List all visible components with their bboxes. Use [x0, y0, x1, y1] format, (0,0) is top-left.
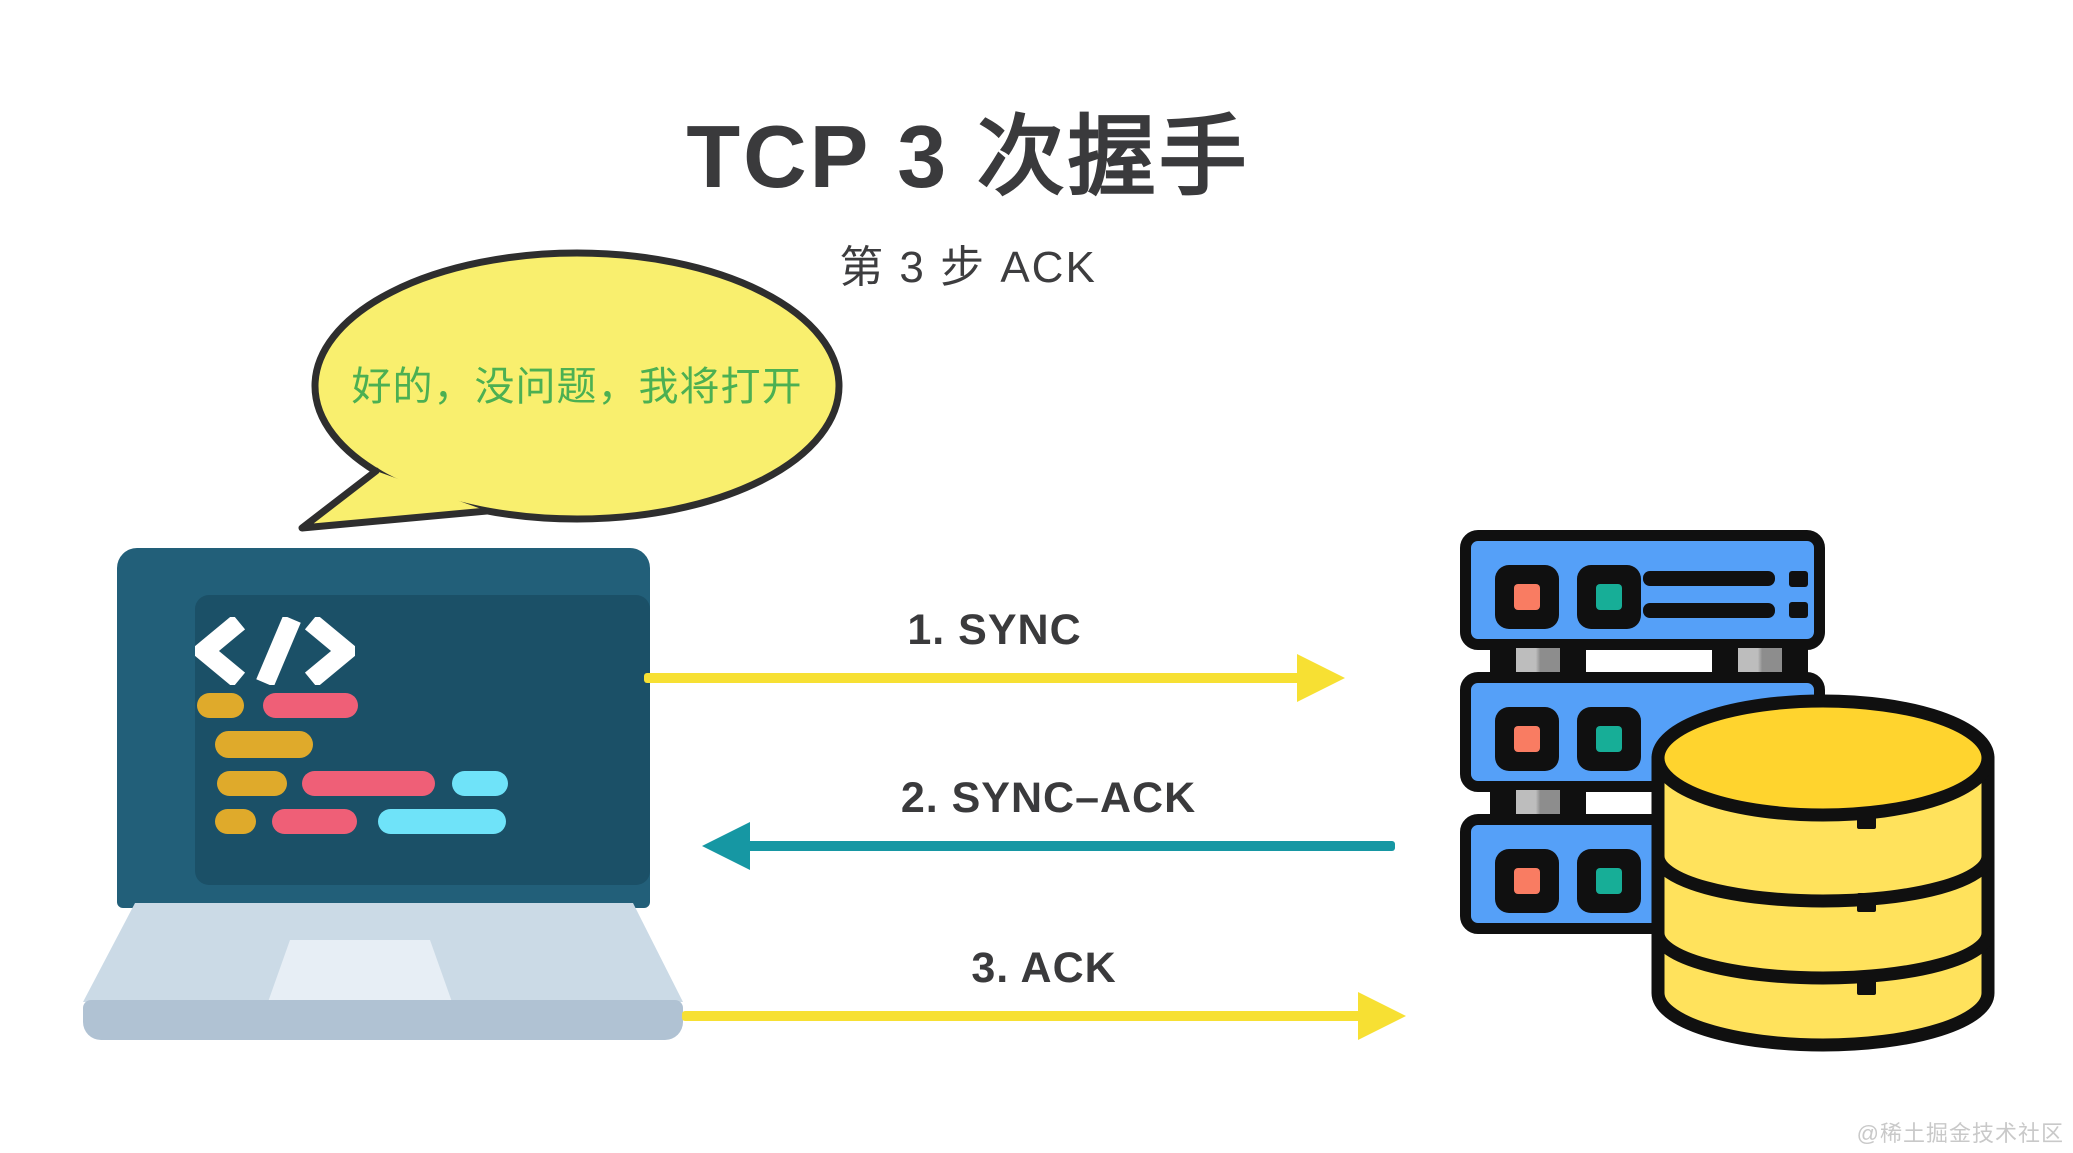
server-vent — [1643, 603, 1775, 618]
server-vent — [1643, 571, 1775, 586]
speech-bubble: 好的，没问题，我将打开 — [290, 243, 850, 543]
server-indicator — [1495, 707, 1559, 771]
server-indicator — [1577, 565, 1641, 629]
code-line — [197, 693, 244, 718]
laptop-trackpad — [268, 940, 452, 1002]
arrow-syn-ack-label: 2. SYNC–ACK — [900, 774, 1197, 822]
code-line — [378, 809, 506, 834]
arrow-ack-label: 3. ACK — [971, 944, 1117, 992]
heading-block: TCP 3 次握手 第 3 步 ACK — [0, 0, 1936, 295]
arrow-left-icon — [702, 822, 750, 870]
server-indicator — [1495, 565, 1559, 629]
code-line — [452, 771, 508, 796]
database-cylinder-icon — [1651, 694, 1995, 1052]
arrow-syn: 1. SYNC — [644, 606, 1345, 702]
speech-bubble-shape — [298, 249, 843, 532]
code-line — [302, 771, 435, 796]
code-line — [215, 731, 313, 758]
server-indicator — [1577, 707, 1641, 771]
watermark: @稀土掘金技术社区 — [1856, 1121, 2064, 1146]
code-line — [217, 771, 287, 796]
code-line — [215, 809, 256, 834]
server-vent-dot — [1789, 571, 1808, 587]
server-vent-dot — [1789, 602, 1808, 618]
server-indicator — [1495, 849, 1559, 913]
server-indicator — [1577, 849, 1641, 913]
speech-bubble-text: 好的，没问题，我将打开 — [351, 365, 803, 409]
laptop-screen-frame — [117, 548, 650, 908]
arrow-syn-label: 1. SYNC — [907, 606, 1082, 654]
server-unit-1 — [1460, 530, 1825, 650]
code-line — [263, 693, 358, 718]
laptop-base-bottom — [83, 1000, 683, 1040]
code-line — [272, 809, 357, 834]
arrow-right-icon — [1297, 654, 1345, 702]
laptop-base — [83, 903, 683, 1002]
arrow-syn-line — [644, 673, 1302, 683]
server-feet — [1460, 648, 1825, 674]
arrow-syn-ack-line — [746, 841, 1395, 851]
arrow-ack-line — [682, 1011, 1363, 1021]
code-icon — [195, 617, 355, 685]
arrow-ack: 3. ACK — [682, 944, 1406, 1040]
arrow-syn-ack: 2. SYNC–ACK — [702, 774, 1395, 870]
arrow-right-icon — [1358, 992, 1406, 1040]
page-subtitle: 第 3 步 ACK — [839, 243, 1097, 292]
page-title: TCP 3 次握手 — [686, 107, 1250, 206]
client-laptop — [80, 545, 690, 1045]
